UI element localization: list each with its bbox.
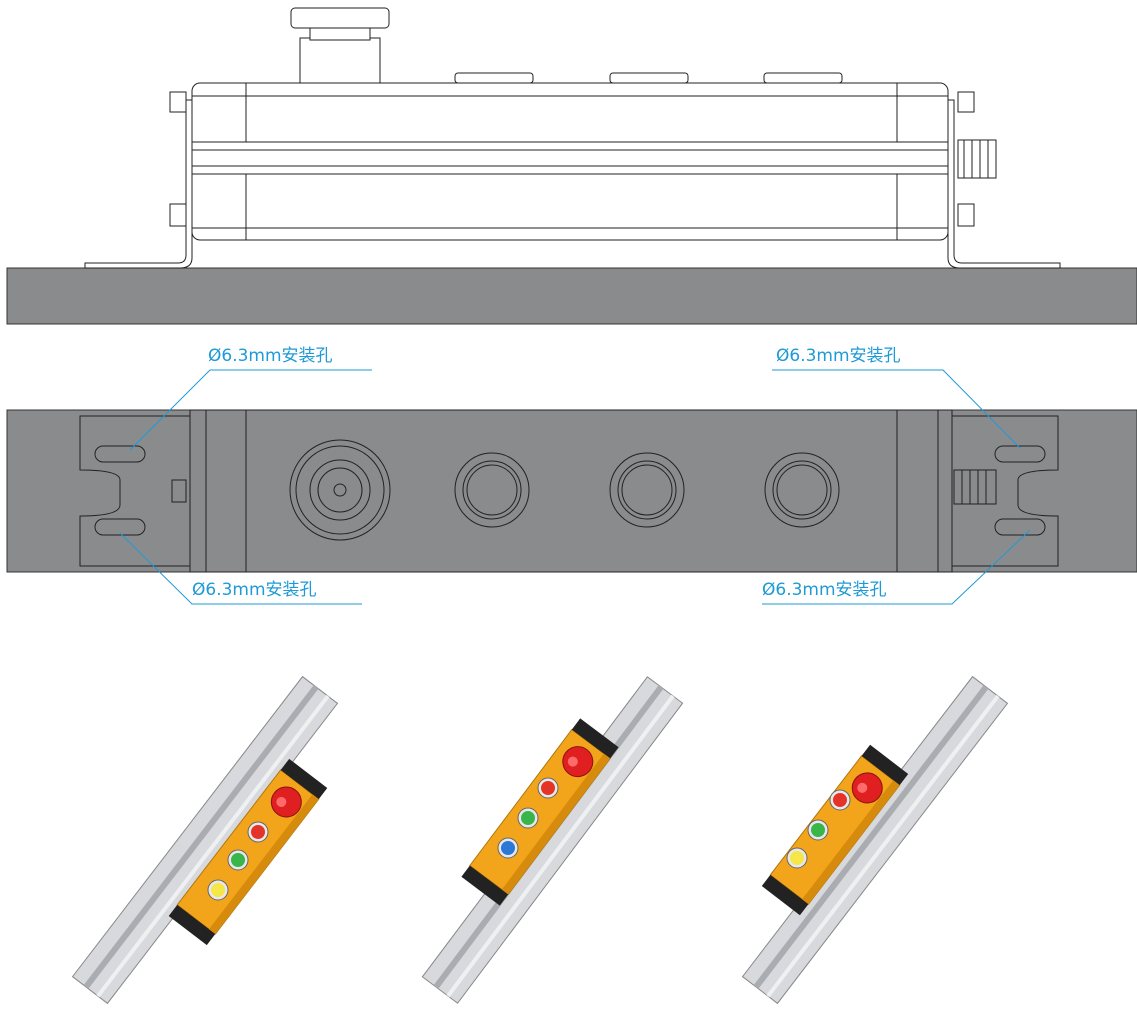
indicator-lamp-green (517, 807, 539, 829)
push-button-top (609, 452, 685, 528)
top-view (6, 409, 1137, 573)
estop-button-icon (562, 746, 594, 778)
leader-top-left (129, 369, 372, 451)
product-render-four-button-blue (421, 676, 684, 1004)
housing-top (189, 409, 953, 573)
estop-button-icon (270, 786, 302, 818)
right-mount-plate (951, 415, 1059, 567)
callout-bottom-right: Ø6.3mm安装孔 (762, 580, 887, 600)
button-cap-side (454, 72, 534, 84)
button-cap-side (609, 72, 689, 84)
estop-cap-side (290, 7, 390, 29)
product-render-four-button-right (741, 675, 1009, 1005)
side-view (6, 7, 1137, 325)
indicator-lamp-red (247, 821, 269, 843)
button-cap-side (763, 72, 843, 84)
aluminum-rail (421, 676, 684, 1004)
indicator-lamp-blue (497, 837, 519, 859)
leader-top-right (772, 369, 1021, 449)
indicator-lamp-red (537, 777, 559, 799)
bolt-icon (957, 203, 975, 227)
right-flange (947, 99, 1061, 269)
mount-hole-slot (94, 445, 146, 463)
mounting-surface (6, 267, 1137, 325)
callout-top-left: Ø6.3mm安装孔 (208, 346, 333, 366)
top-view-surface (6, 409, 1137, 573)
push-button-top (454, 452, 530, 528)
indicator-lamp-green (807, 819, 829, 841)
estop-top (289, 439, 391, 541)
connector-top (953, 469, 997, 505)
product-render-four-button (71, 675, 339, 1005)
estop-button-icon (851, 772, 883, 804)
bolt-icon (169, 203, 187, 227)
left-flange (84, 99, 193, 269)
leader-bottom-right (762, 529, 1031, 605)
aluminum-rail (71, 675, 339, 1005)
leader-bottom-left (119, 532, 362, 605)
estop-body-side (299, 37, 381, 84)
mount-hole-slot (94, 518, 146, 536)
indicator-lamp-red (829, 789, 851, 811)
mount-hole-slot (994, 518, 1046, 536)
mount-hole-slot (994, 445, 1046, 463)
push-button-top (764, 452, 840, 528)
indicator-lamp-yellow (207, 879, 229, 901)
bolt-icon (957, 91, 975, 113)
rail-slot (191, 141, 949, 175)
indicator-lamp-yellow (786, 847, 808, 869)
callout-top-right: Ø6.3mm安装孔 (776, 346, 901, 366)
callout-bottom-left: Ø6.3mm安装孔 (192, 580, 317, 600)
aluminum-rail (741, 675, 1009, 1005)
callout-leaders (119, 369, 1031, 605)
bolt-icon (169, 91, 187, 113)
product-renders (71, 675, 1009, 1005)
indicator-lamp-green (227, 849, 249, 871)
